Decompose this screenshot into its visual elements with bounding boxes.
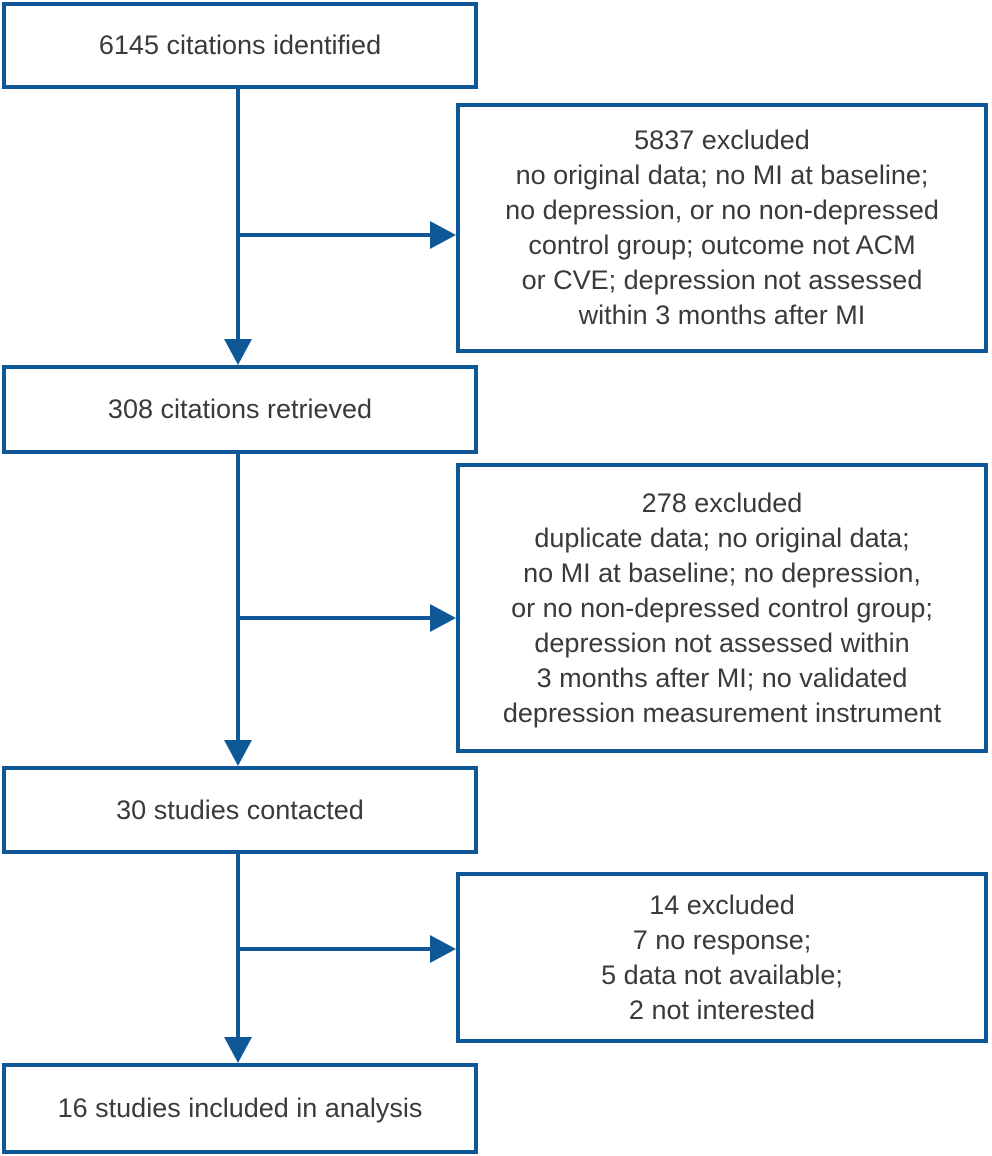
arrow-down-icon-1 — [224, 339, 252, 365]
box-studies-contacted: 30 studies contacted — [2, 766, 478, 854]
exclusion-box-3-label: 14 excluded 7 no response; 5 data not av… — [601, 889, 843, 1025]
exclusion-box-2: 278 excluded duplicate data; no original… — [456, 463, 988, 753]
box-citations-retrieved-label: 308 citations retrieved — [107, 394, 373, 424]
connector-branch-line-3 — [236, 947, 430, 951]
exclusion-box-1: 5837 excluded no original data; no MI at… — [456, 103, 988, 353]
connector-vertical-line-2 — [236, 454, 240, 740]
arrow-right-icon-2 — [430, 604, 456, 632]
box-studies-included-label: 16 studies included in analysis — [57, 1093, 423, 1123]
arrow-down-icon-3 — [224, 1037, 252, 1063]
exclusion-box-1-label: 5837 excluded no original data; no MI at… — [505, 125, 939, 330]
connector-vertical-line-1 — [236, 89, 240, 339]
box-citations-retrieved: 308 citations retrieved — [2, 365, 478, 454]
arrow-right-icon-1 — [430, 221, 456, 249]
box-citations-identified: 6145 citations identified — [2, 2, 478, 89]
connector-branch-line-2 — [236, 616, 430, 620]
arrow-right-icon-3 — [430, 935, 456, 963]
box-citations-identified-label: 6145 citations identified — [98, 30, 382, 60]
arrow-down-icon-2 — [224, 740, 252, 766]
exclusion-box-2-label: 278 excluded duplicate data; no original… — [502, 487, 942, 728]
box-studies-contacted-label: 30 studies contacted — [116, 794, 364, 825]
exclusion-box-3: 14 excluded 7 no response; 5 data not av… — [456, 872, 988, 1043]
connector-vertical-line-3 — [236, 854, 240, 1037]
box-studies-included: 16 studies included in analysis — [2, 1063, 478, 1154]
connector-branch-line-1 — [236, 233, 430, 237]
